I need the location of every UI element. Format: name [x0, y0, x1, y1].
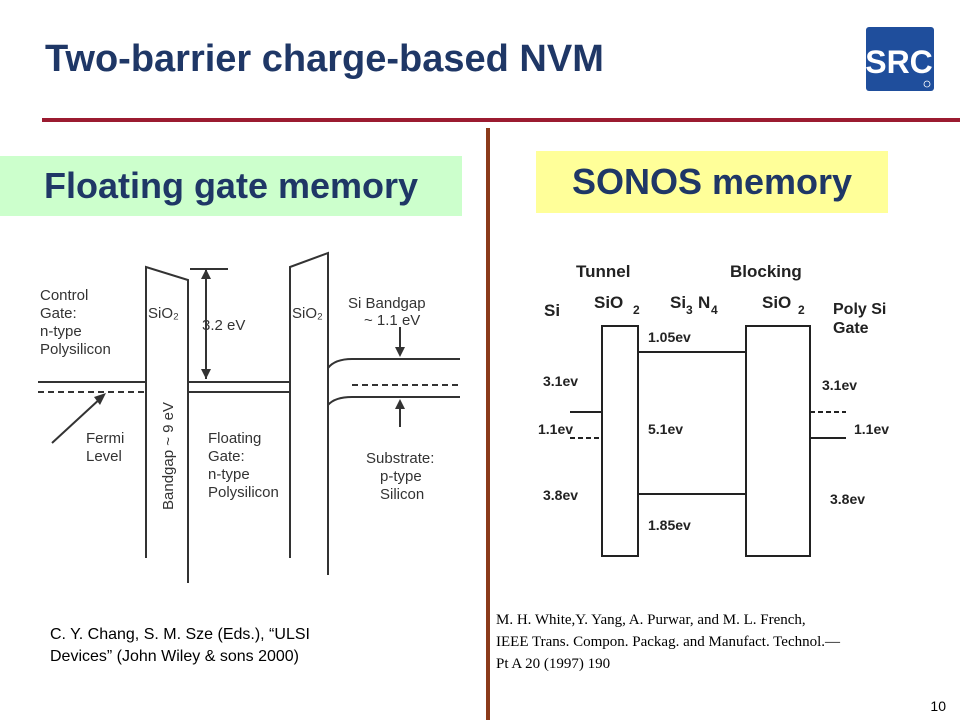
- left-gap-value: 1.1ev: [538, 421, 573, 437]
- floating-gate-heading: Floating gate memory: [0, 156, 462, 216]
- page-number: 10: [930, 698, 946, 714]
- column-divider: [486, 128, 490, 720]
- poly-si-gate-label-2: Gate: [833, 320, 869, 337]
- right-barrier-value: 3.1ev: [822, 377, 857, 393]
- floating-gate-band-diagram: Control Gate: n-type Polysilicon SiO₂ Si…: [38, 251, 460, 583]
- slide-title: Two-barrier charge-based NVM: [45, 38, 604, 80]
- bandgap-label: Bandgap ~ 9 eV: [160, 402, 177, 510]
- right-valence-value: 3.8ev: [830, 491, 865, 507]
- tunnel-label: Tunnel: [576, 262, 630, 281]
- fermi-level-label-1: Fermi: [86, 430, 124, 447]
- floating-gate-label-1: Floating: [208, 430, 261, 447]
- fermi-level-label-2: Level: [86, 448, 122, 465]
- nitride-conduction-offset: 1.05ev: [648, 329, 691, 345]
- si-bandgap-label-2: ~ 1.1 eV: [364, 312, 420, 329]
- tunnel-sio2-subscript: 2: [633, 303, 640, 317]
- substrate-label-2: p-type: [380, 468, 422, 485]
- floating-gate-label-4: Polysilicon: [208, 484, 279, 501]
- sonos-citation: M. H. White,Y. Yang, A. Purwar, and M. L…: [496, 609, 946, 675]
- title-rule: [42, 118, 960, 122]
- tunnel-sio2-label: SiO₂: [148, 305, 179, 322]
- citation-line: M. H. White,Y. Yang, A. Purwar, and M. L…: [496, 612, 806, 628]
- floating-gate-citation: C. Y. Chang, S. M. Sze (Eds.), “ULSI Dev…: [50, 624, 410, 668]
- citation-line: Devices” (John Wiley & sons 2000): [50, 648, 299, 665]
- control-gate-label-3: n-type: [40, 323, 82, 340]
- citation-line: IEEE Trans. Compon. Packag. and Manufact…: [496, 634, 841, 650]
- nitride-n-label: N: [698, 293, 710, 312]
- left-valence-value: 3.8ev: [543, 487, 578, 503]
- right-gap-value: 1.1ev: [854, 421, 889, 437]
- floating-gate-label-2: Gate:: [208, 448, 245, 465]
- poly-si-gate-label-1: Poly Si: [833, 301, 886, 318]
- sonos-band-diagram: Tunnel Blocking Si SiO 2 Si 3 N 4 SiO 2 …: [538, 262, 889, 557]
- nitride-si-label: Si: [670, 293, 686, 312]
- control-gate-label-2: Gate:: [40, 305, 77, 322]
- tunnel-sio2-label: SiO: [594, 293, 623, 312]
- barrier-height-label: 3.2 eV: [202, 317, 245, 334]
- blocking-sio2-subscript: 2: [798, 303, 805, 317]
- nitride-subscript-3: 3: [686, 303, 693, 317]
- si-label: Si: [544, 301, 560, 320]
- blocking-sio2-label: SiO₂: [292, 305, 323, 322]
- blocking-sio2-label: SiO: [762, 293, 791, 312]
- sonos-heading: SONOS memory: [536, 151, 888, 213]
- si-bandgap-label-1: Si Bandgap: [348, 295, 426, 312]
- nitride-valence-offset: 1.85ev: [648, 517, 691, 533]
- citation-line: C. Y. Chang, S. M. Sze (Eds.), “ULSI: [50, 626, 310, 643]
- substrate-label-3: Silicon: [380, 486, 424, 503]
- src-logo: SRC: [866, 27, 934, 91]
- left-barrier-value: 3.1ev: [543, 373, 578, 389]
- blocking-label: Blocking: [730, 262, 802, 281]
- nitride-subscript-4: 4: [711, 303, 718, 317]
- control-gate-label-1: Control: [40, 287, 88, 304]
- nitride-bandgap-value: 5.1ev: [648, 421, 683, 437]
- citation-line: Pt A 20 (1997) 190: [496, 656, 611, 672]
- floating-gate-label-3: n-type: [208, 466, 250, 483]
- substrate-label-1: Substrate:: [366, 450, 434, 467]
- control-gate-label-4: Polysilicon: [40, 341, 111, 358]
- src-logo-text: SRC: [866, 44, 933, 80]
